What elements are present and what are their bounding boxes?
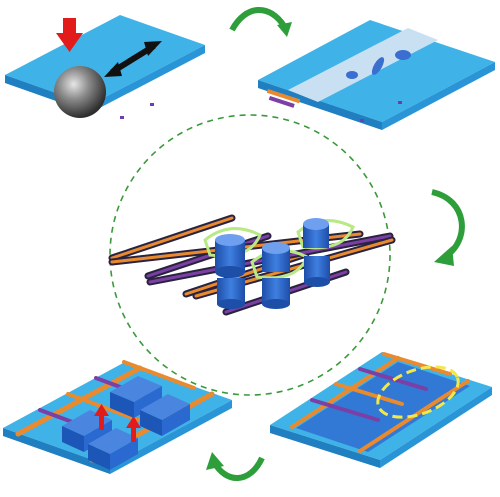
steel-ball <box>54 66 106 118</box>
panel-grid-pillars <box>108 114 396 396</box>
lift-arrow-icon <box>126 416 141 442</box>
panel-ball-wear <box>5 15 205 119</box>
load-arrow-icon <box>56 18 83 52</box>
zoom-circle <box>109 114 391 396</box>
pillar <box>262 242 290 309</box>
wear-groove <box>288 28 438 102</box>
lift-arrow-icon <box>94 404 109 430</box>
wear-debris <box>346 50 411 79</box>
highlight-ring <box>376 365 460 419</box>
panel-filled-grid <box>270 352 492 468</box>
pillar <box>215 234 245 309</box>
pillar <box>303 218 330 287</box>
sliding-arrow-icon <box>104 41 162 77</box>
cycle-arrow-icon-right <box>431 189 465 266</box>
embedded-rod-ends <box>266 89 301 108</box>
cycle-arrow-icon-bottom <box>206 452 265 481</box>
panel-blocks-lifted <box>3 360 232 474</box>
panel-wear-track <box>258 20 495 130</box>
filled-channel <box>296 362 470 452</box>
edge-marks <box>360 101 402 122</box>
lifted-block <box>88 428 138 470</box>
cycle-arrow-icon-top <box>229 7 292 37</box>
edge-marks <box>120 103 154 119</box>
lifted-block <box>140 394 190 436</box>
